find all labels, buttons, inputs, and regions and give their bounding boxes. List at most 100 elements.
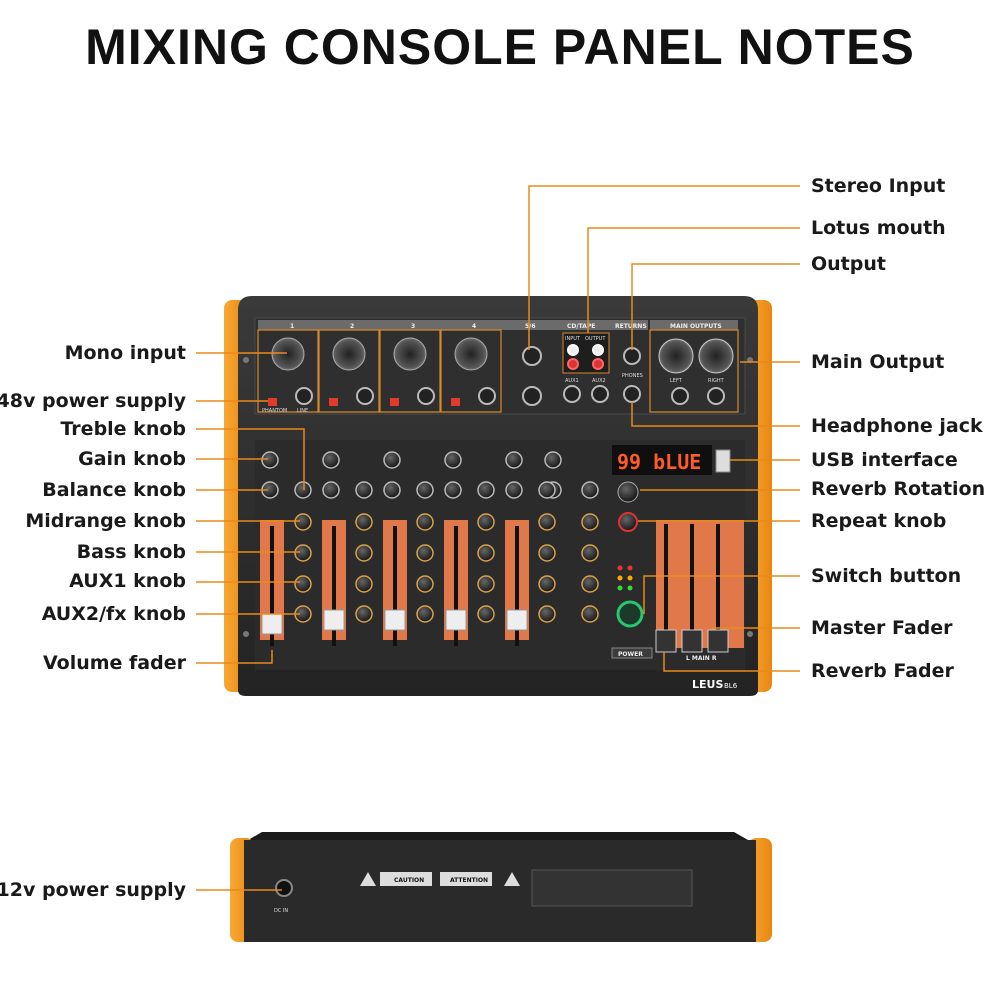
rca-in-r [567, 358, 579, 370]
rotary-knob [416, 575, 434, 593]
label-headphone-jack: Headphone jack [811, 415, 983, 437]
phantom-label: PHANTOM [262, 408, 287, 414]
label-lotus-mouth: Lotus mouth [811, 217, 946, 239]
label-master-fader: Master Fader [811, 617, 953, 639]
rotary-knob [294, 513, 312, 531]
power-label-box [611, 647, 653, 659]
aux2-send-jack [591, 385, 609, 403]
warning-triangle-icon [504, 872, 520, 886]
rotary-knob [294, 481, 312, 499]
dc-in-label: DC IN [274, 908, 288, 914]
phantom-switch-3 [390, 398, 399, 406]
xlr-jack-1 [271, 337, 305, 371]
rotary-knob [477, 544, 495, 562]
rotary-knob [355, 544, 373, 562]
fcc-notice-box [531, 869, 693, 907]
stereo-input-jack-l [522, 346, 542, 366]
leader-lines [196, 185, 800, 891]
rotary-knob [581, 544, 599, 562]
label-mono-input: Mono input [64, 342, 186, 364]
led-meter [617, 565, 633, 591]
label-stereo-input: Stereo Input [811, 175, 946, 197]
rotary-knob [355, 605, 373, 623]
master-fader-strip [656, 520, 744, 648]
fader-cap-5-6 [506, 609, 528, 631]
lcd-text: 99 bLUE [617, 450, 701, 474]
rotary-knob [416, 605, 434, 623]
fader-cap-4 [445, 609, 467, 631]
lcd-display [612, 445, 712, 475]
channel-number: 1 [290, 323, 294, 330]
stereo-input-jack-r [522, 386, 542, 406]
returns-label: RETURNS [615, 323, 647, 330]
phantom-switch-1 [268, 398, 277, 406]
label-12v-power: 12v power supply [0, 879, 186, 901]
aux1-send-jack [563, 385, 581, 403]
brand-logo: LEUS [692, 678, 723, 691]
caution-box [380, 872, 432, 886]
rotary-knob [261, 451, 279, 469]
rotary-knob [355, 513, 373, 531]
master-fader-cap-r [707, 629, 729, 653]
rotary-knob [416, 481, 434, 499]
main-outputs-label: MAIN OUTPUTS [670, 323, 722, 330]
right-label: RIGHT [708, 378, 725, 384]
main-xlr-left [658, 338, 694, 374]
rotary-knob [294, 575, 312, 593]
dc-in-jack [275, 879, 293, 897]
line-jack [417, 387, 435, 405]
rotary-knob [444, 481, 462, 499]
channel-number: 5/6 [525, 323, 536, 330]
main-lr-label: L MAIN R [686, 655, 717, 662]
rotary-knob [322, 481, 340, 499]
xlr-jack-3 [393, 337, 427, 371]
label-reverb-rotation: Reverb Rotation [811, 478, 986, 500]
rotary-knob [477, 481, 495, 499]
main-out-left-jack [671, 387, 689, 405]
power-label: POWER [618, 651, 643, 658]
rotary-knob [538, 513, 556, 531]
label-aux1-knob: AUX1 knob [69, 570, 186, 592]
rotary-knob [505, 451, 523, 469]
rotary-knob [355, 575, 373, 593]
rotary-knob [444, 451, 462, 469]
rotary-knob [581, 605, 599, 623]
main-xlr-right [698, 338, 734, 374]
rotary-knob [294, 544, 312, 562]
mixer-top-view: 1 2 3 4 5/6 CD/TAPE RETURNS MAIN OUTPUTS [224, 296, 772, 696]
label-usb-interface: USB interface [811, 449, 958, 471]
phantom-switch-2 [329, 398, 338, 406]
line-label: LINE [297, 408, 308, 414]
phones-jack [623, 385, 641, 403]
label-aux2-fx-knob: AUX2/fx knob [41, 603, 186, 625]
rotary-knob [538, 575, 556, 593]
label-volume-fader: Volume fader [42, 652, 186, 674]
xlr-inputs [271, 337, 488, 371]
rotary-knob [383, 451, 401, 469]
caution-label: CAUTION [394, 877, 424, 884]
fader-cap-3 [384, 609, 406, 631]
rotary-knob [581, 575, 599, 593]
fader-cap-1 [261, 613, 283, 635]
rca-in-l [567, 344, 579, 356]
rotary-knob [505, 481, 523, 499]
label-balance-knob: Balance knob [42, 479, 186, 501]
left-label: LEFT [670, 378, 683, 384]
label-reverb-fader: Reverb Fader [811, 660, 954, 682]
label-gain-knob: Gain knob [78, 448, 186, 470]
channel-number: 4 [472, 323, 476, 330]
rotary-knob [477, 605, 495, 623]
reverb-fader-cap [655, 629, 677, 653]
channel-faders [260, 520, 529, 646]
channel-header-bar [258, 320, 648, 330]
repeat-knob [618, 512, 638, 532]
returns-jack [623, 347, 641, 365]
line-jack [295, 387, 313, 405]
label-48v-power: 48v power supply [0, 390, 186, 412]
rotary-knob [383, 481, 401, 499]
warning-triangle-icon [360, 872, 376, 886]
reverb-program-knob [617, 481, 639, 503]
label-bass-knob: Bass knob [76, 541, 186, 563]
model-name: BL6 [724, 682, 738, 690]
